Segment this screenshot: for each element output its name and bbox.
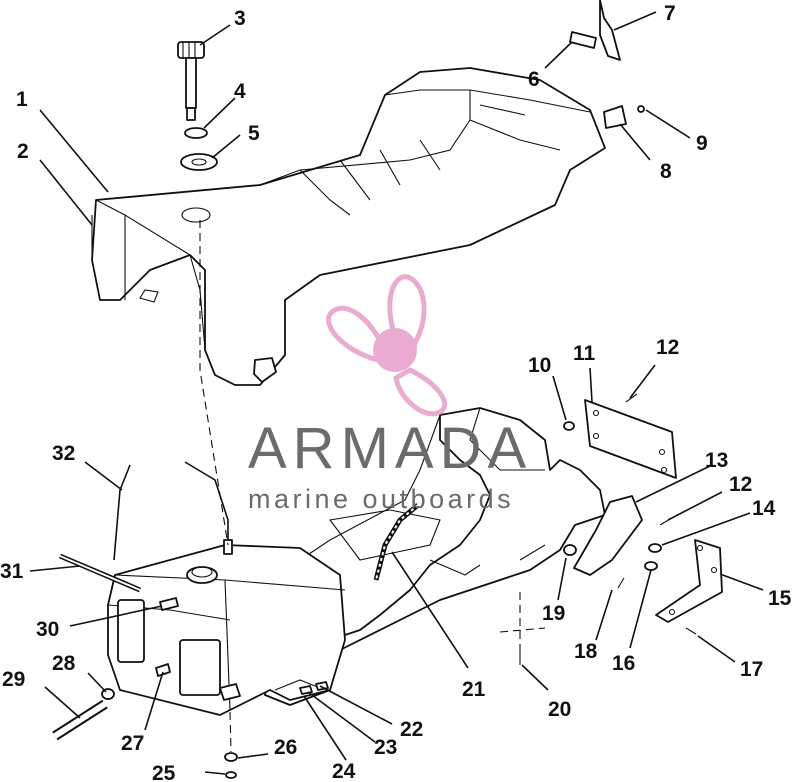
- callout-3: 3: [234, 7, 246, 30]
- fuel-cap-gauge: [177, 41, 218, 171]
- callout-13: 13: [705, 449, 728, 472]
- callout-2: 2: [17, 140, 29, 163]
- callout-9: 9: [696, 132, 708, 155]
- propeller-logo-icon: [326, 274, 448, 417]
- callout-31: 31: [0, 560, 24, 583]
- callout-21: 21: [462, 678, 486, 701]
- seat-brackets: [569, 0, 645, 129]
- side-panels: [563, 399, 723, 623]
- callout-14: 14: [752, 497, 776, 520]
- leader-lines: [29, 11, 764, 775]
- watermark-tagline: marine outboards: [248, 484, 514, 514]
- callout-10: 10: [528, 354, 551, 377]
- watermark-brand: ARMADA: [248, 416, 532, 481]
- callout-8: 8: [660, 160, 672, 183]
- callout-4: 4: [234, 80, 246, 103]
- callout-11: 11: [573, 342, 596, 365]
- callout-16: 16: [612, 652, 635, 675]
- callout-26: 26: [274, 736, 297, 759]
- callout-7: 7: [664, 2, 676, 25]
- callout-22: 22: [400, 718, 423, 741]
- callout-15: 15: [768, 587, 792, 610]
- callout-28: 28: [52, 652, 76, 675]
- callout-17: 17: [740, 658, 763, 681]
- callout-12-upper: 12: [656, 336, 679, 359]
- callout-20: 20: [548, 698, 571, 721]
- callout-30: 30: [36, 618, 59, 641]
- callout-25: 25: [152, 762, 176, 782]
- callout-27: 27: [121, 732, 144, 755]
- callout-5: 5: [248, 122, 260, 145]
- callout-12-lower: 12: [729, 473, 752, 496]
- callout-19: 19: [542, 602, 565, 625]
- alignment-lines: [199, 220, 546, 753]
- callout-23: 23: [374, 736, 397, 759]
- callout-29: 29: [2, 668, 25, 691]
- callout-32: 32: [52, 442, 75, 465]
- callout-24: 24: [332, 760, 356, 782]
- hoses-and-cables: [52, 461, 420, 741]
- armada-watermark: ARMADA marine outboards: [248, 274, 532, 514]
- callout-18: 18: [574, 640, 598, 663]
- callout-6: 6: [528, 68, 540, 91]
- fasteners: [155, 393, 697, 779]
- callout-1: 1: [16, 88, 28, 111]
- seat-hood-assembly: [91, 67, 606, 386]
